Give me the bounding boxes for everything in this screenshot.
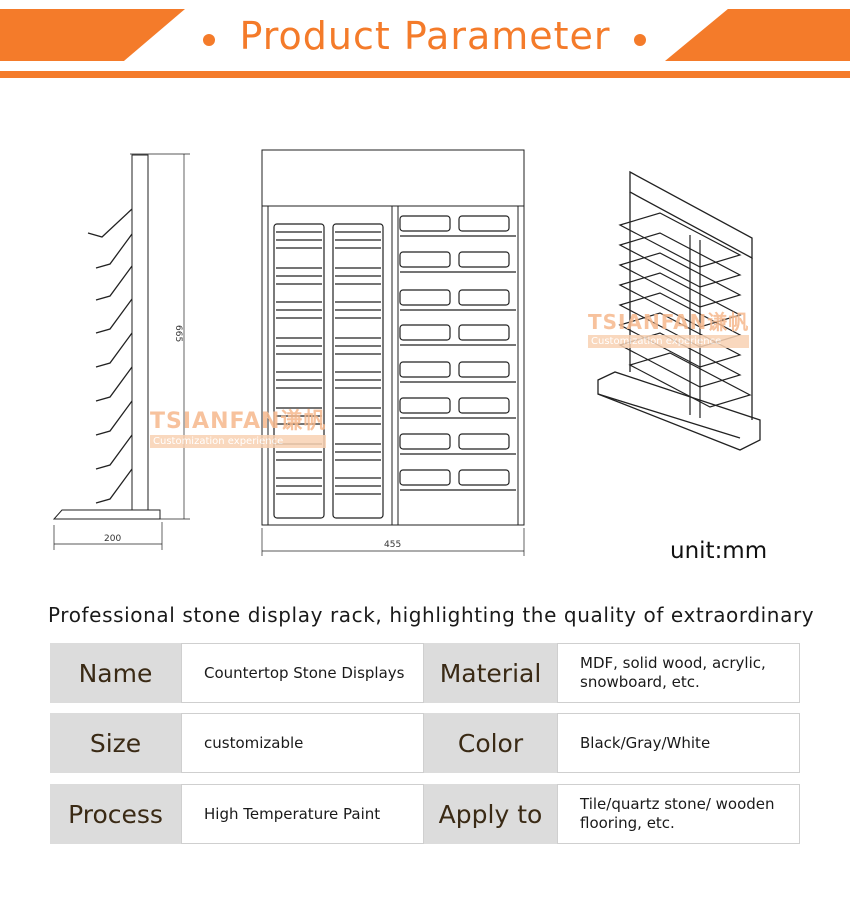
spec-label: Process xyxy=(50,784,181,844)
spec-label: Size xyxy=(50,713,181,773)
spec-label: Color xyxy=(424,713,557,773)
spec-value: Countertop Stone Displays xyxy=(181,643,424,703)
watermark-logo-left: TSIANFAN谦帆 Customization experience xyxy=(150,409,327,448)
front-width-dimension-label: 455 xyxy=(384,540,401,550)
technical-drawing: 665 200 455 xyxy=(52,149,761,556)
header-dot-left xyxy=(203,34,215,46)
spec-label: Name xyxy=(50,643,181,703)
unit-label: unit:mm xyxy=(670,538,768,564)
side-width-dimension-label: 200 xyxy=(104,534,121,544)
spec-value: Tile/quartz stone/ wooden flooring, etc. xyxy=(557,784,800,844)
section-header: Product Parameter xyxy=(0,0,850,80)
spec-value: Black/Gray/White xyxy=(557,713,800,773)
side-view-drawing xyxy=(52,153,190,550)
height-dimension-label: 665 xyxy=(173,325,183,342)
header-underline xyxy=(0,71,850,78)
watermark-logo-right: TSIANFAN谦帆 Customization experience xyxy=(588,310,750,348)
spec-label: Material xyxy=(424,643,557,703)
spec-value: customizable xyxy=(181,713,424,773)
front-view-drawing xyxy=(261,149,525,556)
spec-value: High Temperature Paint xyxy=(181,784,424,844)
spec-row: Name Countertop Stone Displays Material … xyxy=(50,643,800,703)
spec-value: MDF, solid wood, acrylic, snowboard, etc… xyxy=(557,643,800,703)
spec-row: Size customizable Color Black/Gray/White xyxy=(50,713,800,773)
page-title: Product Parameter xyxy=(239,14,611,58)
spec-row: Process High Temperature Paint Apply to … xyxy=(50,784,800,844)
spec-label: Apply to xyxy=(424,784,557,844)
header-dot-right xyxy=(634,34,646,46)
tagline: Professional stone display rack, highlig… xyxy=(48,603,815,627)
